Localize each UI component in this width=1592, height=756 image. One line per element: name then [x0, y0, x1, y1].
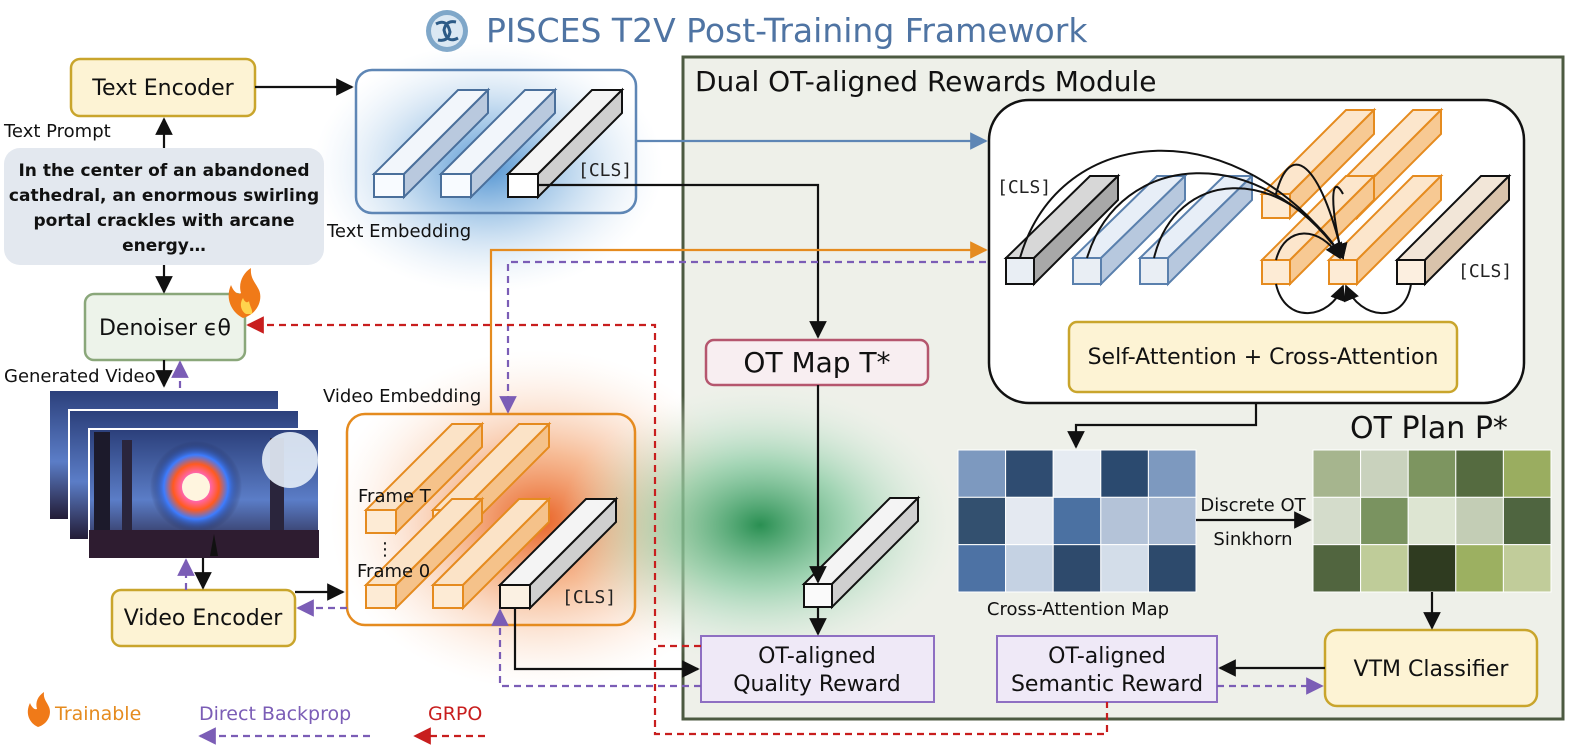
ot-plan-cell: [1360, 496, 1409, 546]
attention-label: Self-Attention + Cross-Attention: [1088, 345, 1439, 370]
ot-plan-cell: [1407, 496, 1457, 546]
cross-attention-cell: [1005, 496, 1054, 546]
vtm-classifier-label: VTM Classifier: [1354, 657, 1510, 682]
cross-attention-cell: [1005, 449, 1054, 498]
prompt-line: cathedral, an enormous swirling: [9, 186, 319, 206]
text-cls-label: [CLS]: [578, 160, 632, 181]
cross-attention-map: [957, 449, 1197, 593]
video-encoder-box: [110, 588, 297, 648]
attn-text-cls-label: [CLS]: [997, 177, 1051, 198]
frame-dots: ⋮: [376, 539, 394, 560]
video-cls-token: [497, 496, 619, 611]
mapped-cls-token: [801, 495, 921, 610]
forward-arrows: [155, 78, 1441, 678]
attn-video-token-target: [1326, 173, 1444, 287]
cross-attention-cell: [1052, 449, 1102, 498]
prompt-bubble: [4, 148, 324, 265]
ot-plan-cell: [1360, 449, 1409, 498]
video-encoder-label: Video Encoder: [124, 606, 284, 631]
ot-plan-cell: [1502, 496, 1552, 546]
cross-attention-cell: [1147, 496, 1197, 546]
ot-mapped-distribution: [560, 385, 960, 665]
cross-attention-cell: [957, 449, 1007, 498]
grpo-arrows: [246, 316, 1109, 736]
cross-attention-cell: [1147, 449, 1197, 498]
frame-t-label: Frame T: [358, 486, 432, 507]
ot-plan-cell: [1407, 449, 1457, 498]
module-title: Dual OT-aligned Rewards Module: [695, 65, 1157, 98]
discrete-ot-label: Discrete OT: [1200, 495, 1306, 516]
cross-attention-cell: [1100, 544, 1149, 593]
quality-reward-line2: Quality Reward: [733, 672, 901, 697]
quality-reward-box: [700, 635, 935, 703]
video-to-attention-arrow: [489, 241, 988, 414]
attn-video-token: [1259, 107, 1377, 221]
video-token-frame-0-2: [430, 496, 552, 611]
attn-video-cls-label: [CLS]: [1458, 261, 1512, 282]
text-token-2: [438, 87, 558, 200]
prompt-line: In the center of an abandoned: [18, 161, 309, 181]
ot-plan-cell: [1455, 449, 1504, 498]
text-token-1: [371, 87, 491, 200]
ot-plan-cell: [1455, 544, 1504, 593]
cross-attention-cell: [1005, 544, 1054, 593]
attn-video-cls-token: [1394, 173, 1512, 287]
cross-attention-map-label: Cross-Attention Map: [987, 599, 1169, 620]
cross-attention-cell: [1052, 496, 1102, 546]
ot-plan-label: OT Plan P*: [1350, 411, 1508, 446]
ot-plan-heatmap: [1312, 449, 1552, 593]
legend-direct-backprop: Direct Backprop: [199, 703, 351, 725]
text-cls-token: [505, 87, 625, 200]
attn-text-token: [1070, 173, 1188, 287]
backprop-arrows: [171, 260, 1324, 695]
frame-0-label: Frame 0: [357, 561, 430, 582]
video-token-frame-0: [363, 496, 485, 611]
generated-video-label: Generated Video: [4, 366, 156, 387]
semantic-reward-line1: OT-aligned: [1048, 644, 1166, 669]
ot-plan-cell: [1407, 544, 1457, 593]
text-prompt-label: Text Prompt: [3, 121, 111, 142]
trainable-fire-icon: [27, 692, 50, 727]
video-cls-label: [CLS]: [562, 587, 616, 608]
ot-map-label: OT Map T*: [743, 346, 890, 379]
cross-attention-cell: [957, 544, 1007, 593]
video-embedding-label: Video Embedding: [323, 386, 481, 407]
ot-plan-cell: [1502, 449, 1552, 498]
cross-attention-cell: [1052, 544, 1102, 593]
prompt-line: energy…: [122, 236, 206, 256]
prompt-line: portal crackles with arcane: [33, 211, 294, 231]
denoiser-label: Denoiser ϵθ: [99, 316, 231, 341]
ot-plan-cell: [1360, 544, 1409, 593]
fire-icon: [228, 268, 261, 318]
generated-video-frames: [48, 389, 320, 559]
ot-plan-cell: [1502, 544, 1552, 593]
ot-plan-cell: [1312, 544, 1362, 593]
legend-trainable: Trainable: [54, 703, 141, 725]
cross-attention-cell: [957, 496, 1007, 546]
cross-attention-cell: [1100, 449, 1149, 498]
sinkhorn-label: Sinkhorn: [1213, 529, 1292, 550]
ot-plan-cell: [1312, 496, 1362, 546]
cross-attention-cell: [1100, 496, 1149, 546]
legend-grpo: GRPO: [428, 703, 482, 725]
attention-label-box: [1067, 320, 1459, 394]
video-token-frame-t: [363, 421, 485, 536]
ot-plan-cell: [1312, 449, 1362, 498]
attention-arcs: [1019, 149, 1412, 315]
attn-text-cls-token: [1003, 173, 1121, 287]
text-encoder-label: Text Encoder: [91, 76, 234, 101]
pisces-logo-icon: [426, 10, 468, 52]
page-title: PISCES T2V Post-Training Framework: [486, 11, 1088, 50]
semantic-reward-line2: Semantic Reward: [1011, 672, 1203, 697]
ot-plan-cell: [1455, 496, 1504, 546]
attn-text-token: [1137, 173, 1255, 287]
cross-attention-cell: [1147, 544, 1197, 593]
legend: Trainable Direct Backprop GRPO: [27, 692, 485, 745]
quality-reward-line1: OT-aligned: [758, 644, 876, 669]
text-embedding-label: Text Embedding: [326, 221, 471, 242]
